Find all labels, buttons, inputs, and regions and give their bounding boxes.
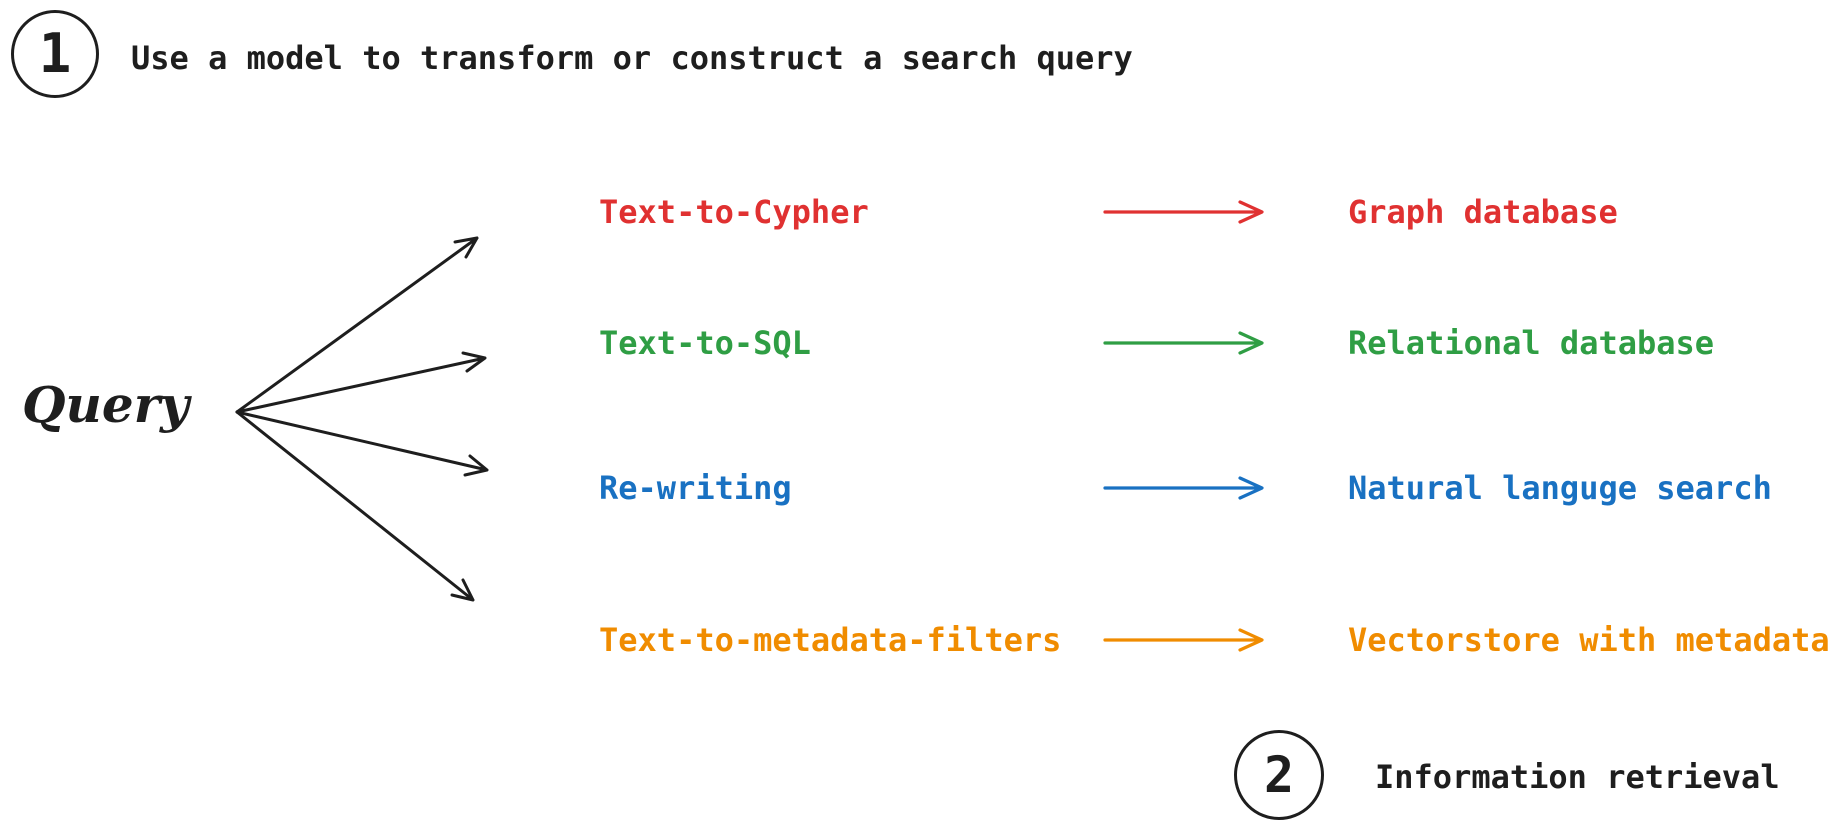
right-arrow-icon bbox=[1103, 331, 1264, 355]
step-2-label: Information retrieval bbox=[1375, 758, 1780, 796]
route-target-label: Graph database bbox=[1348, 193, 1618, 231]
right-arrow-icon bbox=[1103, 628, 1264, 652]
route-method-label: Text-to-Cypher bbox=[599, 193, 869, 231]
route-method-label: Re-writing bbox=[599, 469, 792, 507]
route-method-label: Text-to-metadata-filters bbox=[599, 621, 1062, 659]
route-arrow bbox=[1103, 476, 1264, 500]
step-1-badge: 1 bbox=[11, 10, 99, 98]
step-2-number: 2 bbox=[1263, 746, 1295, 804]
fan-arrow-2 bbox=[235, 351, 487, 414]
route-arrow bbox=[1103, 200, 1264, 224]
step-1-number: 1 bbox=[38, 22, 72, 85]
fan-arrow-4 bbox=[235, 410, 475, 602]
route-arrow bbox=[1103, 628, 1264, 652]
route-arrow bbox=[1103, 331, 1264, 355]
query-fan-arrows bbox=[235, 236, 489, 602]
right-arrow-icon bbox=[1103, 476, 1264, 500]
right-arrow-icon bbox=[1103, 200, 1264, 224]
route-target-label: Relational database bbox=[1348, 324, 1715, 362]
query-node-label: Query bbox=[22, 375, 190, 434]
route-method-label: Text-to-SQL bbox=[599, 324, 811, 362]
step-2-badge: 2 bbox=[1234, 730, 1324, 820]
route-target-label: Vectorstore with metadata bbox=[1348, 621, 1830, 659]
step-1-label: Use a model to transform or construct a … bbox=[131, 39, 1133, 77]
fan-arrow-1 bbox=[235, 236, 479, 414]
route-target-label: Natural languge search bbox=[1348, 469, 1772, 507]
fan-arrow-3 bbox=[235, 410, 489, 477]
